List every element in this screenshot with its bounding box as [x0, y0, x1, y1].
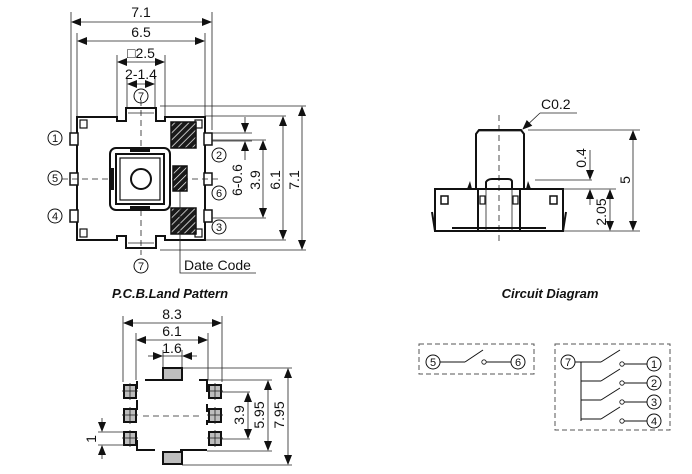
dim-pin-pitch: 3.9	[247, 170, 263, 190]
land-pattern-view: 8.3 6.1 1.6	[83, 306, 292, 466]
switch-a-box	[418, 343, 535, 375]
pin-5-label: 5	[52, 173, 58, 185]
dim-land-overall-width: 8.3	[162, 306, 182, 322]
land-pad-top	[162, 367, 183, 381]
circuit-diagram: 5 6 7 1 2 3 4	[418, 343, 671, 431]
pin-1-label: 1	[52, 133, 58, 145]
land-pad-bottom	[162, 451, 183, 465]
pin-3-lead	[203, 209, 213, 223]
dim-body-height: 6.1	[267, 170, 283, 190]
circuit-pin-4-label: 4	[651, 416, 657, 428]
circuit-pin-1-marker	[646, 356, 662, 372]
dim-pin7-pitch: 2-1.4	[125, 66, 157, 82]
pin-3-label: 3	[216, 222, 222, 234]
side-view: C0.2 0.4 2.05 5 Circuit Diagram	[431, 96, 640, 301]
pin-6-label: 6	[216, 188, 222, 200]
dim-stem-offset: 0.4	[573, 148, 589, 168]
date-code-label: Date Code	[184, 257, 251, 273]
dim-land-overall-height: 7.95	[271, 401, 287, 428]
pin-7-top-label: 7	[138, 91, 144, 103]
actuator-stem	[130, 168, 152, 190]
pin-2-lead	[203, 132, 213, 146]
dim-pin-width: 6-0.6	[229, 164, 245, 196]
caption-pcb-land-pattern: P.C.B.Land Pattern	[112, 286, 228, 301]
circuit-pin-2-label: 2	[651, 378, 657, 390]
circuit-pin-3-label: 3	[651, 397, 657, 409]
pin-4-lead	[69, 209, 79, 223]
circuit-pin-2-marker	[646, 375, 662, 391]
pin-4-marker	[47, 208, 63, 224]
pin-2-label: 2	[216, 150, 222, 162]
circuit-pin-7-label: 7	[565, 357, 571, 369]
dim-square-actuator: □2.5	[127, 45, 155, 61]
pin-2-marker	[211, 147, 227, 163]
pin-7-bottom-marker	[133, 258, 149, 274]
circuit-pin-5-label: 5	[430, 357, 436, 369]
circuit-pin-4-marker	[646, 413, 662, 429]
pin-4-label: 4	[52, 211, 58, 223]
date-code-area	[172, 165, 188, 192]
circuit-pin-3-marker	[646, 394, 662, 410]
dim-chamfer: C0.2	[541, 96, 571, 112]
pin-5-marker	[47, 170, 63, 186]
switch-b-box	[554, 343, 671, 431]
circuit-pin-6-marker	[510, 354, 526, 370]
dim-land-pad-center-width: 6.1	[162, 323, 182, 339]
stem-outline	[475, 129, 525, 189]
dim-land-pad-pitch: 3.9	[231, 405, 247, 425]
top-view: 7.1 6.5 □2.5 2-1.4 7	[47, 4, 306, 301]
hatched-pad-bottom	[170, 207, 197, 235]
dim-land-pad-size: 1	[83, 435, 99, 443]
dim-land-top-pad-width: 1.6	[162, 340, 182, 356]
pin-1-marker	[47, 130, 63, 146]
dim-land-pad-span: 5.95	[251, 401, 267, 428]
pin-6-marker	[211, 185, 227, 201]
dim-overall-width: 7.1	[131, 4, 151, 20]
pin-3-marker	[211, 219, 227, 235]
dim-total-height: 5	[617, 176, 633, 184]
hatched-pad-top	[170, 121, 197, 149]
caption-circuit-diagram: Circuit Diagram	[502, 286, 599, 301]
circuit-pin-1-label: 1	[651, 359, 657, 371]
dim-overall-height: 7.1	[286, 170, 302, 190]
dim-body-height-side: 2.05	[593, 198, 609, 225]
pin-7-bottom-label: 7	[138, 261, 144, 273]
dim-body-width: 6.5	[131, 24, 151, 40]
pin-1-lead	[69, 132, 79, 146]
circuit-pin-6-label: 6	[515, 357, 521, 369]
